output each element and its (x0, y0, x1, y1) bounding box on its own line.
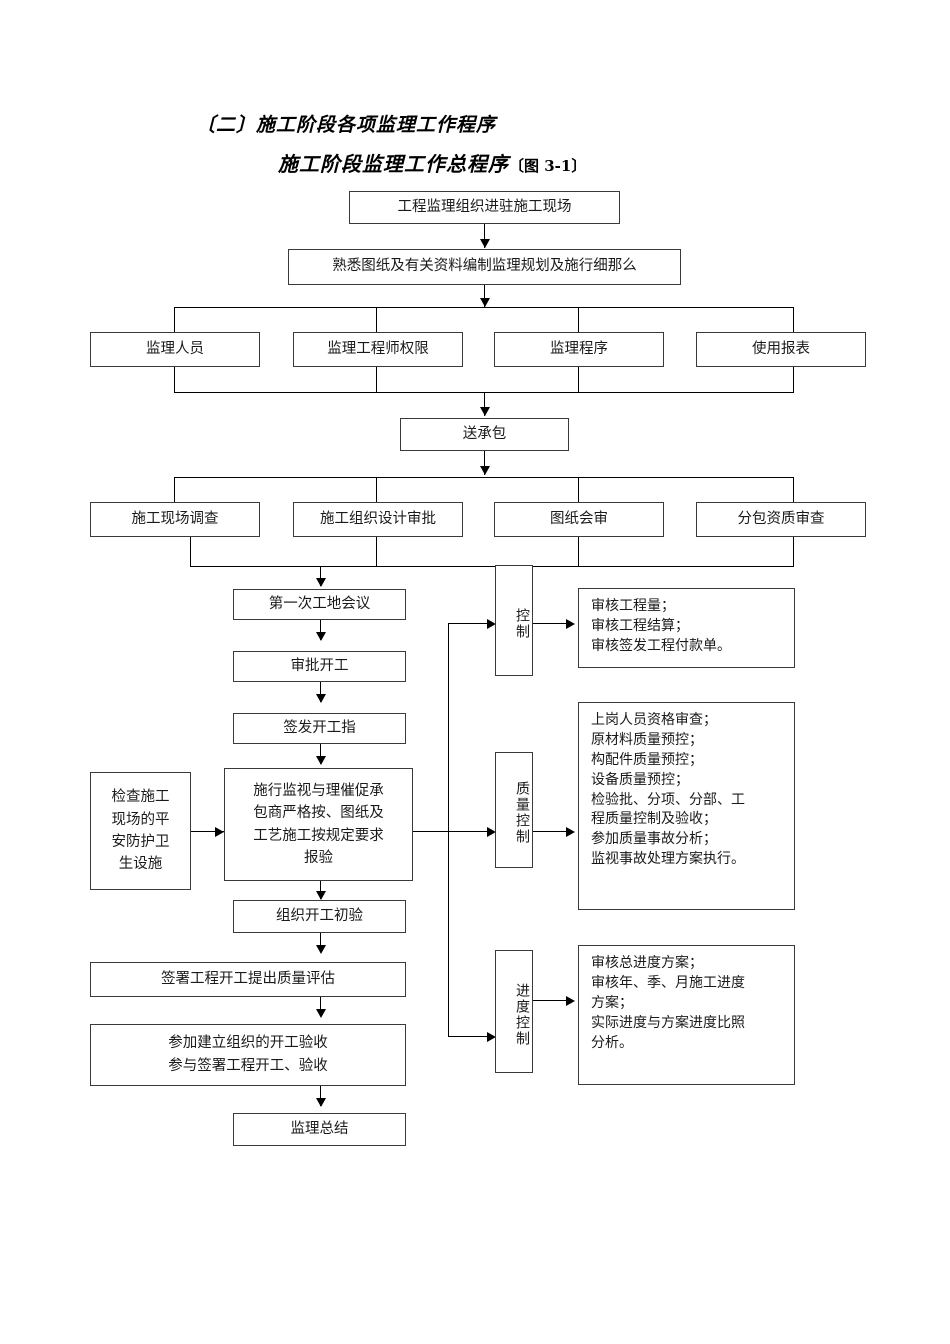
bus-row2-drop-4 (793, 477, 794, 502)
node-plan: 熟悉图纸及有关资料编制监理规划及施行细那么 (288, 249, 681, 285)
connector-quality-detail (533, 831, 569, 832)
arrowhead-issue-supervise (316, 756, 326, 765)
arrowhead-initial-eval (316, 945, 326, 954)
arrowhead-quality-detail (566, 827, 575, 837)
arrowhead-row1-send (480, 407, 490, 416)
bus-row2-bottom (190, 566, 794, 567)
connector-plan-down (484, 285, 485, 307)
connector-supervise-initial (320, 881, 321, 899)
connector-bus-schedule (448, 1036, 490, 1037)
arrowhead-supervise-initial (316, 891, 326, 900)
bus-row2-top (174, 477, 794, 478)
node-quality-eval: 签署工程开工提出质量评估 (90, 962, 406, 997)
connector-safety-supervise (191, 831, 224, 832)
node-summary: 监理总结 (233, 1113, 406, 1146)
arrowhead-bus-schedule (487, 1032, 496, 1042)
bus-row2-rise-2 (376, 537, 377, 566)
bus-row1-drop-1 (174, 307, 175, 332)
connector-supervise-bus (413, 831, 449, 832)
node-row1-0: 监理人员 (90, 332, 260, 367)
node-row1-1: 监理工程师权限 (293, 332, 463, 367)
label-cost-control: 控制 (495, 565, 533, 676)
node-supervise: 施行监视与理催促承 包商严格按、图纸及 工艺施工按规定要求 报验 (224, 768, 413, 881)
arrowhead-cost-detail (566, 619, 575, 629)
bus-row1-rise-1 (174, 367, 175, 392)
arrowhead-acceptance-summary (316, 1098, 326, 1107)
connector-send-down (484, 451, 485, 475)
bus-row2-drop-2 (376, 477, 377, 502)
connector-row2-meeting (320, 566, 321, 586)
node-issue-order: 签发开工指 (233, 713, 406, 744)
node-row2-1: 施工组织设计审批 (293, 502, 463, 537)
bus-row2-rise-4 (793, 537, 794, 566)
bus-row2-rise-3 (578, 537, 579, 566)
bus-row2-rise-1 (190, 537, 191, 566)
arrowhead-safety-supervise (215, 827, 224, 837)
node-row2-3: 分包资质审查 (696, 502, 866, 537)
connector-approve-issue (320, 682, 321, 702)
arrowhead-approve-issue (316, 694, 326, 703)
node-row1-3: 使用报表 (696, 332, 866, 367)
section-heading: 〔二〕施工阶段各项监理工作程序 (196, 114, 497, 136)
connector-acceptance-summary (320, 1086, 321, 1106)
bus-row1-rise-3 (578, 367, 579, 392)
connector-initial-eval (320, 933, 321, 952)
node-meeting: 第一次工地会议 (233, 589, 406, 620)
connector-cost-detail (533, 623, 569, 624)
connector-bus-cost (448, 623, 490, 624)
arrowhead-meeting-approve (316, 632, 326, 641)
detail-schedule-control: 审核总进度方案； 审核年、季、月施工进度 方案； 实际进度与方案进度比照 分析。 (578, 945, 795, 1085)
arrowhead-schedule-detail (566, 996, 575, 1006)
node-send: 送承包 (400, 418, 569, 451)
node-safety-check: 检查施工 现场的平 安防护卫 生设施 (90, 772, 191, 890)
detail-quality-control: 上岗人员资格审查； 原材料质量预控； 构配件质量预控； 设备质量预控； 检验批、… (578, 702, 795, 910)
bus-row2-drop-3 (578, 477, 579, 502)
node-initial-check: 组织开工初验 (233, 900, 406, 933)
bus-row1-drop-2 (376, 307, 377, 332)
connector-start-plan (484, 224, 485, 248)
node-acceptance: 参加建立组织的开工验收 参与签署工程开工、验收 (90, 1024, 406, 1086)
connector-issue-supervise (320, 744, 321, 764)
arrowhead-bus-quality (487, 827, 496, 837)
node-row1-2: 监理程序 (494, 332, 664, 367)
bus-row1-rise-4 (793, 367, 794, 392)
arrowhead-bus-cost (487, 619, 496, 629)
node-approve-start: 审批开工 (233, 651, 406, 682)
bus-row1-rise-2 (376, 367, 377, 392)
connector-schedule-detail (533, 1000, 569, 1001)
detail-cost-control: 审核工程量； 审核工程结算； 审核签发工程付款单。 (578, 588, 795, 668)
connector-eval-acceptance (320, 997, 321, 1016)
arrowhead-send-bus (480, 466, 490, 475)
node-row2-0: 施工现场调查 (90, 502, 260, 537)
label-schedule-control: 进度控制 (495, 950, 533, 1073)
connector-bus-quality (448, 831, 490, 832)
connector-meeting-approve (320, 620, 321, 640)
bus-row2-drop-1 (174, 477, 175, 502)
bus-row1-drop-3 (578, 307, 579, 332)
node-start: 工程监理组织进驻施工现场 (349, 191, 620, 224)
arrowhead-eval-acceptance (316, 1009, 326, 1018)
arrowhead-row2-meeting (316, 578, 326, 587)
chart-title: 施工阶段监理工作总程序〔图 3-1〕 (278, 148, 586, 177)
arrowhead-plan-bus (480, 298, 490, 307)
chart-title-text: 施工阶段监理工作总程序 (278, 152, 509, 176)
bus-row1-drop-4 (793, 307, 794, 332)
connector-row1-send (484, 392, 485, 416)
bus-control-vertical (448, 623, 449, 1036)
arrowhead-start-plan (480, 239, 490, 248)
figure-reference: 〔图 3-1〕 (509, 157, 587, 175)
bus-row1-top (174, 307, 794, 308)
label-quality-control: 质量控制 (495, 752, 533, 868)
node-row2-2: 图纸会审 (494, 502, 664, 537)
